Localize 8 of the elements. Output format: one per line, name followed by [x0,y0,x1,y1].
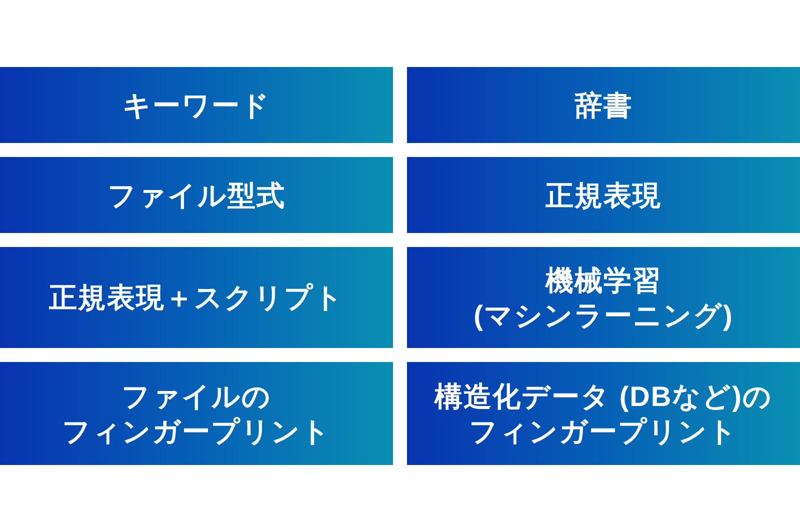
category-box: 構造化データ (DBなど)のフィンガープリント [407,362,800,465]
category-box: 機械学習(マシンラーニング) [407,247,800,348]
category-box: ファイルのフィンガープリント [0,362,393,465]
category-box: 正規表現＋スクリプト [0,247,393,348]
category-box: キーワード [0,67,393,143]
category-box: 辞書 [407,67,800,143]
category-box: 正規表現 [407,157,800,233]
category-box: ファイル型式 [0,157,393,233]
